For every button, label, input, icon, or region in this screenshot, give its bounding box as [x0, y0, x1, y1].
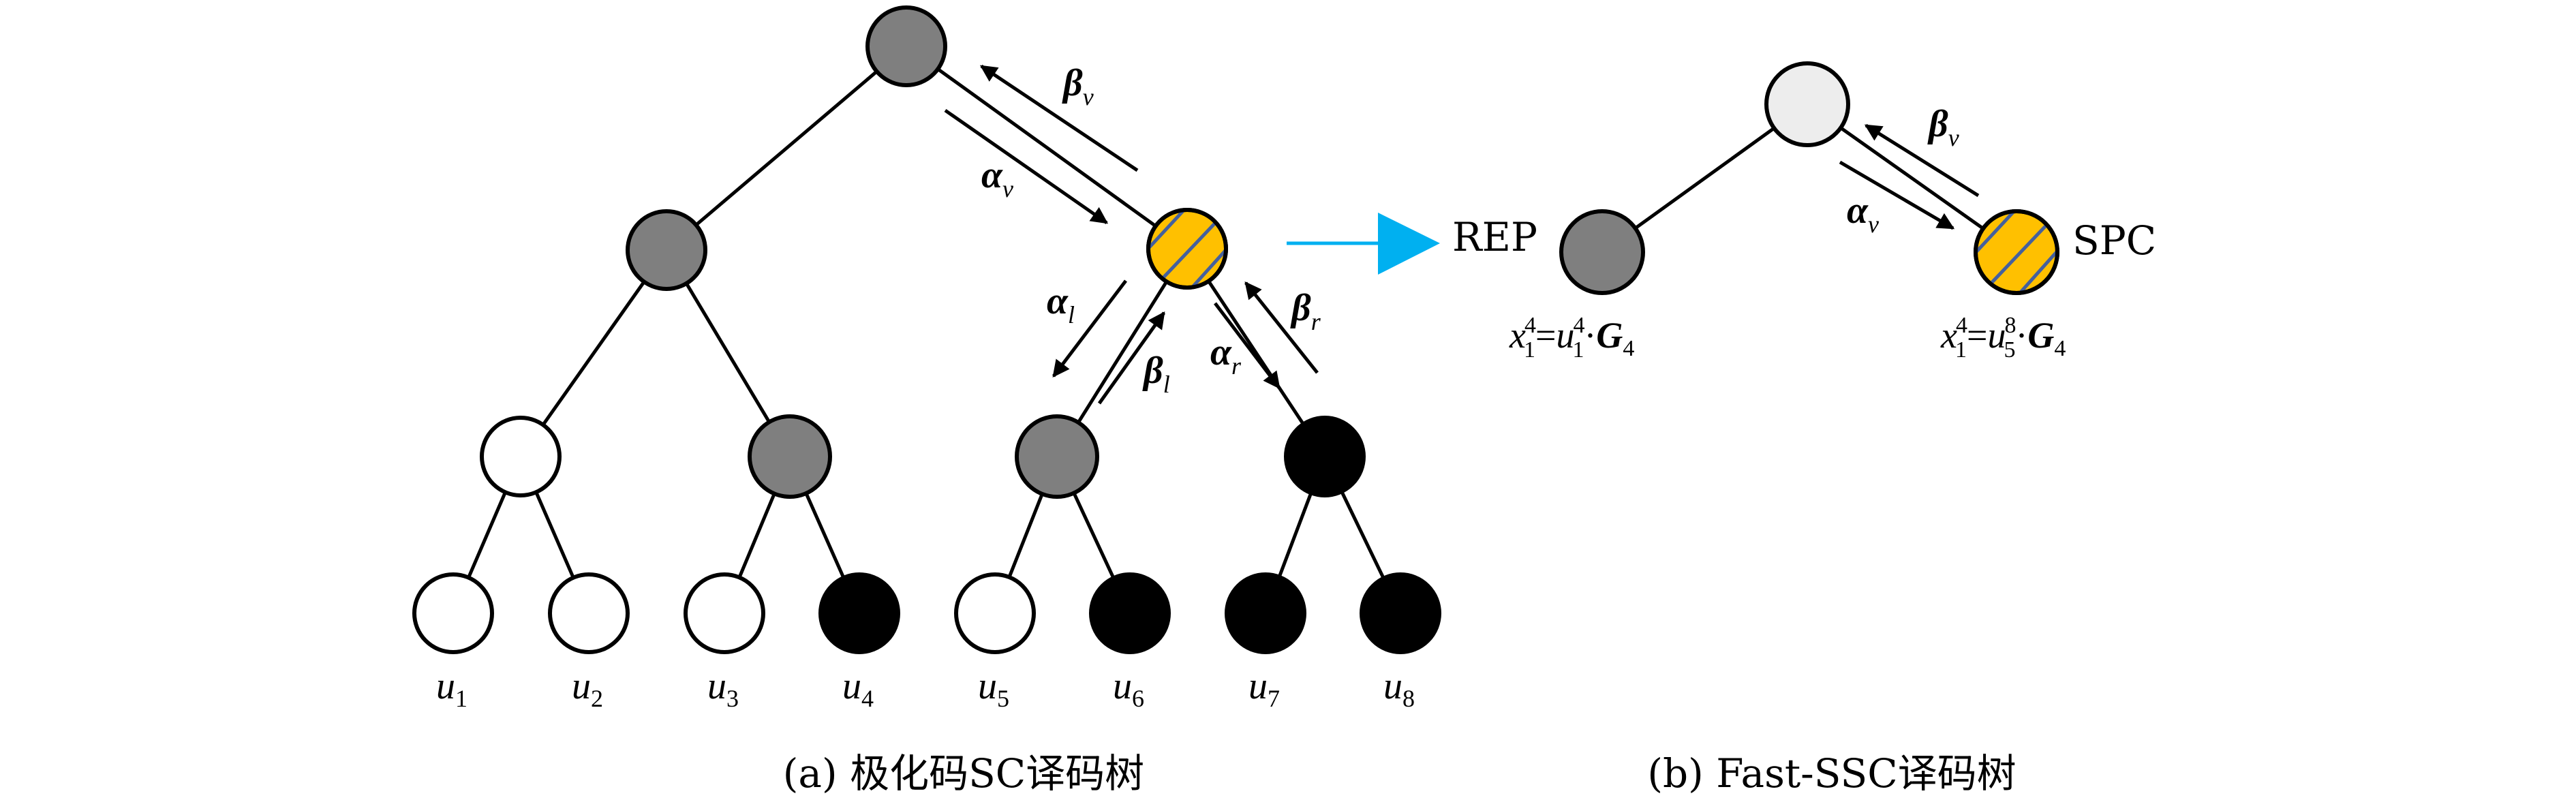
label-alpha-r: αr	[1210, 331, 1242, 380]
edge-l1left-l2-1	[519, 249, 669, 458]
label-beta-v: βv	[1062, 62, 1094, 110]
tree-a-node-l2-3	[1015, 414, 1099, 499]
tree-a-node-l1-right	[1146, 208, 1228, 290]
tree-a-node-root	[865, 5, 947, 87]
arrow-alpha-v	[944, 108, 1109, 225]
arrow-b-alpha-v	[1839, 160, 1955, 230]
tree-b-node-spc	[1974, 209, 2059, 295]
tree-b-nodes	[1559, 61, 2059, 295]
edge-root-l1right	[905, 44, 1189, 251]
spc-label: SPC	[2072, 217, 2156, 264]
label-beta-r: βr	[1290, 287, 1321, 335]
caption-a: (a) 极化码SC译码树	[783, 750, 1144, 797]
tree-a-leaf-4	[818, 572, 900, 654]
tree-a-node-l2-2	[748, 414, 832, 499]
label-alpha-l: αl	[1047, 280, 1075, 328]
leaf-label-4: u4	[842, 665, 874, 712]
leaf-label-7: u7	[1248, 665, 1280, 712]
caption-b: (b) Fast-SSC译码树	[1647, 750, 2016, 797]
leaf-label-3: u3	[707, 665, 739, 712]
tree-a-leaf-1	[412, 572, 494, 654]
label-b-beta-v: βv	[1927, 103, 1959, 151]
tree-a-leaf-3	[684, 572, 765, 654]
leaf-label-2: u2	[572, 665, 603, 712]
arrow-b-beta-v	[1864, 123, 1980, 198]
tree-a-message-arrows	[944, 64, 1319, 405]
label-b-alpha-v: αv	[1847, 189, 1879, 238]
tree-a-leaf-7	[1225, 572, 1306, 654]
transform-arrow	[1287, 213, 1440, 275]
edge-root-l1left	[665, 45, 908, 251]
arrow-alpha-r	[1214, 302, 1281, 389]
tree-a-node-l2-1	[480, 416, 562, 497]
arrow-beta-r	[1244, 281, 1319, 374]
rep-label: REP	[1452, 214, 1537, 260]
tree-a-edges	[451, 44, 1402, 615]
tree-a-node-l2-4	[1284, 416, 1366, 497]
tree-a-node-l1-left	[626, 209, 707, 291]
tree-a-leaf-5	[954, 572, 1036, 654]
arrow-beta-l	[1097, 311, 1166, 405]
arrow-beta-v	[979, 64, 1139, 172]
leaf-label-5: u5	[978, 665, 1009, 712]
tree-a-leaf-8	[1360, 572, 1441, 654]
tree-a-leaf-6	[1089, 572, 1171, 654]
label-beta-l: βl	[1142, 350, 1170, 398]
arrow-alpha-l	[1052, 279, 1127, 378]
tree-b-message-arrows	[1839, 123, 1980, 230]
tree-b-node-root	[1764, 61, 1850, 147]
leaf-label-6: u6	[1113, 665, 1144, 712]
tree-a-message-labels: βv αv αl βl αr βr	[981, 62, 1321, 398]
tree-b-node-rep	[1559, 209, 1645, 295]
leaf-labels: u1 u2 u3 u4 u5 u6 u7 u8	[436, 665, 1415, 712]
label-alpha-v: αv	[981, 154, 1013, 202]
leaf-label-8: u8	[1383, 665, 1415, 712]
edge-l1right-l2-4	[1185, 247, 1327, 458]
tree-a-leaf-2	[548, 572, 630, 654]
tree-b-message-labels: βv αv	[1847, 103, 1959, 238]
transform-arrow-head	[1378, 213, 1440, 275]
leaf-label-1: u1	[436, 665, 467, 712]
tree-a-nodes	[412, 5, 1441, 654]
